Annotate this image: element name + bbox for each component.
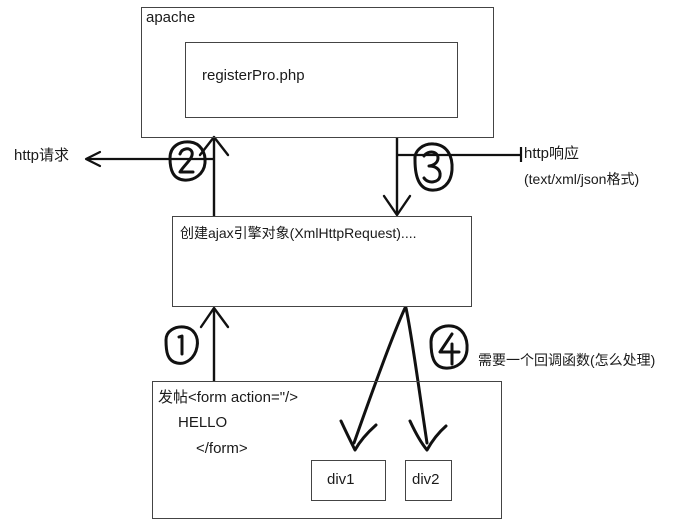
step-marker-4 [429, 324, 469, 370]
arrow-apache-to-ajax [382, 138, 412, 217]
http-request-label: http请求 [14, 147, 70, 164]
arrow-form-to-ajax [199, 306, 230, 381]
http-response-format-label: (text/xml/json格式) [524, 171, 640, 187]
arrow-callback-to-div2 [404, 306, 448, 452]
step-marker-1 [164, 325, 199, 365]
http-response-label: http响应 [524, 145, 580, 162]
form-code-line-2: HELLO [178, 414, 228, 431]
arrow-ajax-to-apache [198, 135, 230, 216]
ajax-engine-label: 创建ajax引擎对象(XmlHttpRequest).... [180, 225, 417, 241]
form-code-line-3: </form> [196, 440, 248, 457]
callback-note-label: 需要一个回调函数(怎么处理) [478, 352, 656, 368]
div1-label: div1 [327, 471, 355, 488]
apache-box [141, 7, 494, 138]
step-marker-3 [413, 142, 454, 192]
apache-title: apache [146, 9, 196, 26]
form-code-line-1: 发帖<form action="/> [158, 389, 298, 406]
register-php-box [185, 42, 458, 118]
connector-http-response [397, 147, 523, 162]
step-marker-2 [168, 140, 207, 182]
arrow-http-request [84, 150, 214, 168]
div2-label: div2 [412, 471, 440, 488]
ajax-engine-box [172, 216, 472, 307]
div1-box [311, 460, 386, 501]
arrow-callback-to-div1 [339, 306, 407, 452]
register-php-label: registerPro.php [202, 67, 305, 84]
form-page-box [152, 381, 502, 519]
div2-box [405, 460, 452, 501]
